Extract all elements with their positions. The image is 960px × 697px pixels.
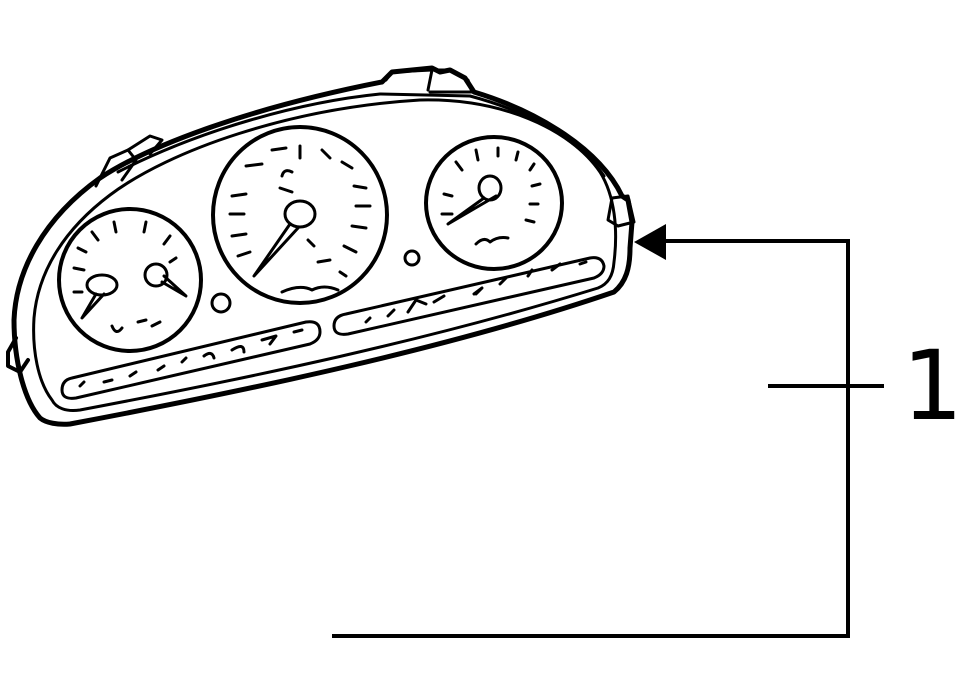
cluster-outer-housing xyxy=(11,65,635,427)
callout-arrowhead xyxy=(634,224,666,260)
left-warning-strip xyxy=(60,320,322,400)
cluster-visor-ridge xyxy=(116,92,606,178)
right-tachometer-gauge xyxy=(424,135,564,271)
tachometer-needle-hub xyxy=(477,174,503,202)
left-dual-gauge xyxy=(57,207,203,353)
right-warning-strip xyxy=(332,256,606,336)
left-gauge-needle-hub-1 xyxy=(85,273,119,297)
callout-bracket-line xyxy=(332,239,850,638)
warning-light-strips xyxy=(60,256,606,400)
tachometer-face xyxy=(424,135,564,271)
speedometer-ticks xyxy=(228,144,372,294)
left-warning-strip-symbols xyxy=(78,328,304,388)
center-speedometer-gauge xyxy=(211,125,389,305)
instrument-cluster xyxy=(6,65,636,427)
left-gauge-needle-1 xyxy=(80,292,106,320)
left-gauge-face xyxy=(57,207,203,353)
left-gauge-ticks xyxy=(72,220,178,333)
left-gauge-needle-hub-2 xyxy=(143,262,169,288)
right-side-bracket xyxy=(606,194,636,228)
left-side-bracket xyxy=(6,336,30,374)
left-indicator-lamp xyxy=(210,292,232,314)
speedometer-needle xyxy=(252,222,300,278)
speedometer-face xyxy=(211,125,389,305)
tachometer-ticks xyxy=(440,146,542,246)
tachometer-needle xyxy=(446,194,498,226)
left-upper-tab xyxy=(126,134,164,156)
callout-leader xyxy=(332,239,884,638)
top-mounting-tab xyxy=(384,68,474,94)
left-gauge-needle-2 xyxy=(160,274,188,298)
right-warning-strip-symbols xyxy=(364,260,588,324)
speedometer-needle-hub xyxy=(283,199,317,229)
part-callout-number: 1 xyxy=(902,330,960,442)
right-indicator-lamp xyxy=(403,249,421,267)
